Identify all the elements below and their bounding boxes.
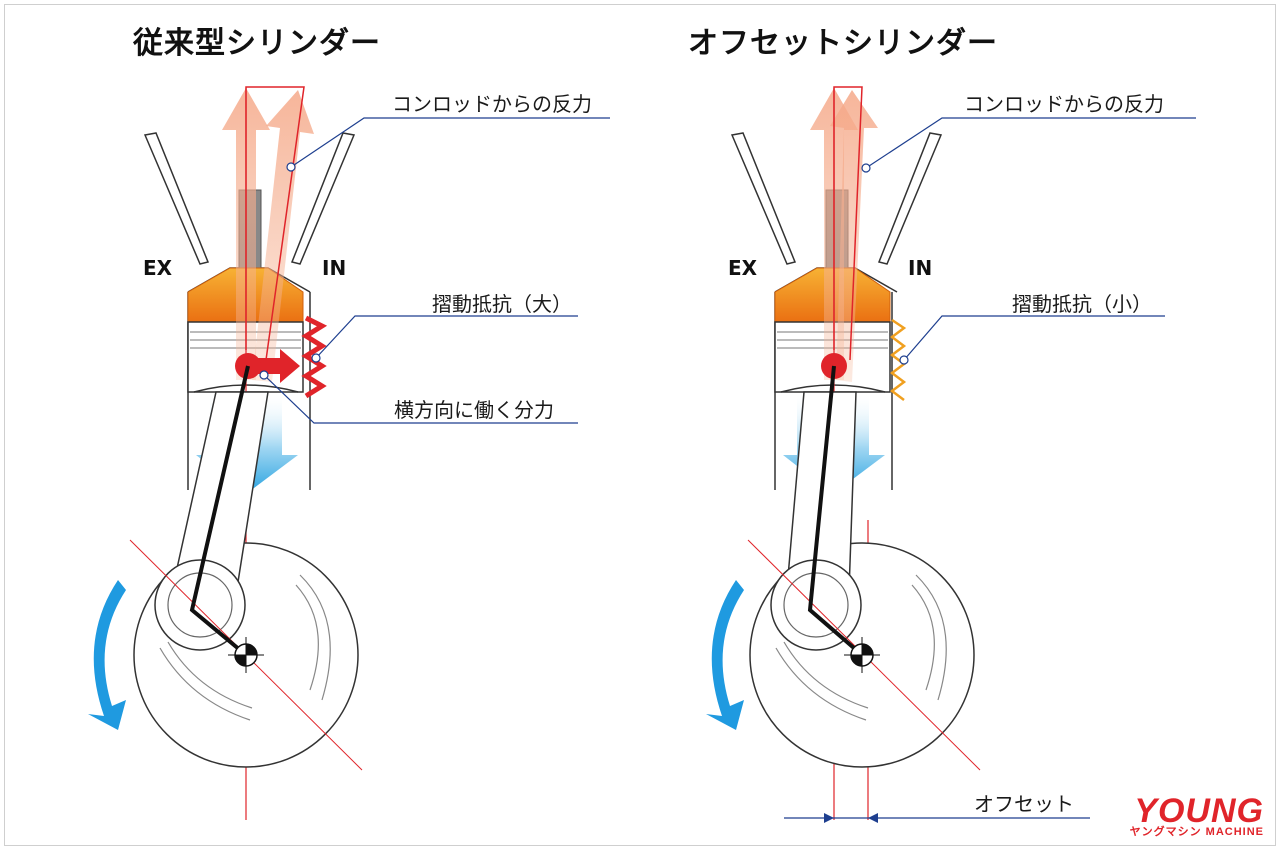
rotation-arrow	[88, 580, 126, 730]
crank-linkage-line	[189, 365, 250, 657]
logo-main-text: YOUNG	[1134, 792, 1264, 830]
offset-cylinder-diagram	[706, 86, 1196, 823]
offset-label: オフセット	[974, 792, 1074, 816]
logo-sub-text: ヤングマシン MACHINE	[1129, 826, 1264, 838]
conventional-cylinder-diagram	[88, 86, 610, 820]
offset-title: オフセットシリンダー	[688, 26, 998, 61]
reaction-force-arrow-angled	[830, 90, 878, 382]
crank-linkage-line	[807, 365, 864, 657]
intake-valve	[877, 132, 943, 265]
side-force-label: 横方向に働く分力	[394, 398, 554, 422]
reaction-force-label-right: コンロッドからの反力	[964, 92, 1164, 116]
leader-line-friction	[903, 315, 1165, 361]
conventional-title: 従来型シリンダー	[133, 26, 381, 61]
exhaust-label-right: EX	[728, 256, 758, 280]
exhaust-valve	[143, 132, 210, 265]
exhaust-valve	[730, 132, 797, 265]
intake-label-right: IN	[908, 256, 933, 280]
leader-line-side-force	[263, 374, 578, 424]
intake-label-left: IN	[322, 256, 347, 280]
leader-line-friction	[315, 315, 578, 359]
friction-large-zigzag	[301, 315, 328, 399]
offset-arrowhead-left	[824, 813, 834, 823]
young-machine-logo: YOUNG ヤングマシン MACHINE	[1129, 792, 1264, 838]
rotation-arrow	[706, 580, 744, 730]
leader-line-reaction	[865, 117, 1196, 169]
reaction-force-label-left: コンロッドからの反力	[392, 92, 592, 116]
friction-label-left: 摺動抵抗（大）	[432, 292, 572, 316]
exhaust-label-left: EX	[143, 256, 173, 280]
friction-label-right: 摺動抵抗（小）	[1012, 292, 1152, 316]
friction-small-zigzag	[889, 318, 907, 401]
side-force-arrow	[248, 349, 300, 383]
image-frame	[4, 4, 1276, 846]
leader-line-reaction	[290, 117, 610, 168]
intake-valve	[290, 132, 356, 265]
offset-arrowhead-right	[868, 813, 878, 823]
